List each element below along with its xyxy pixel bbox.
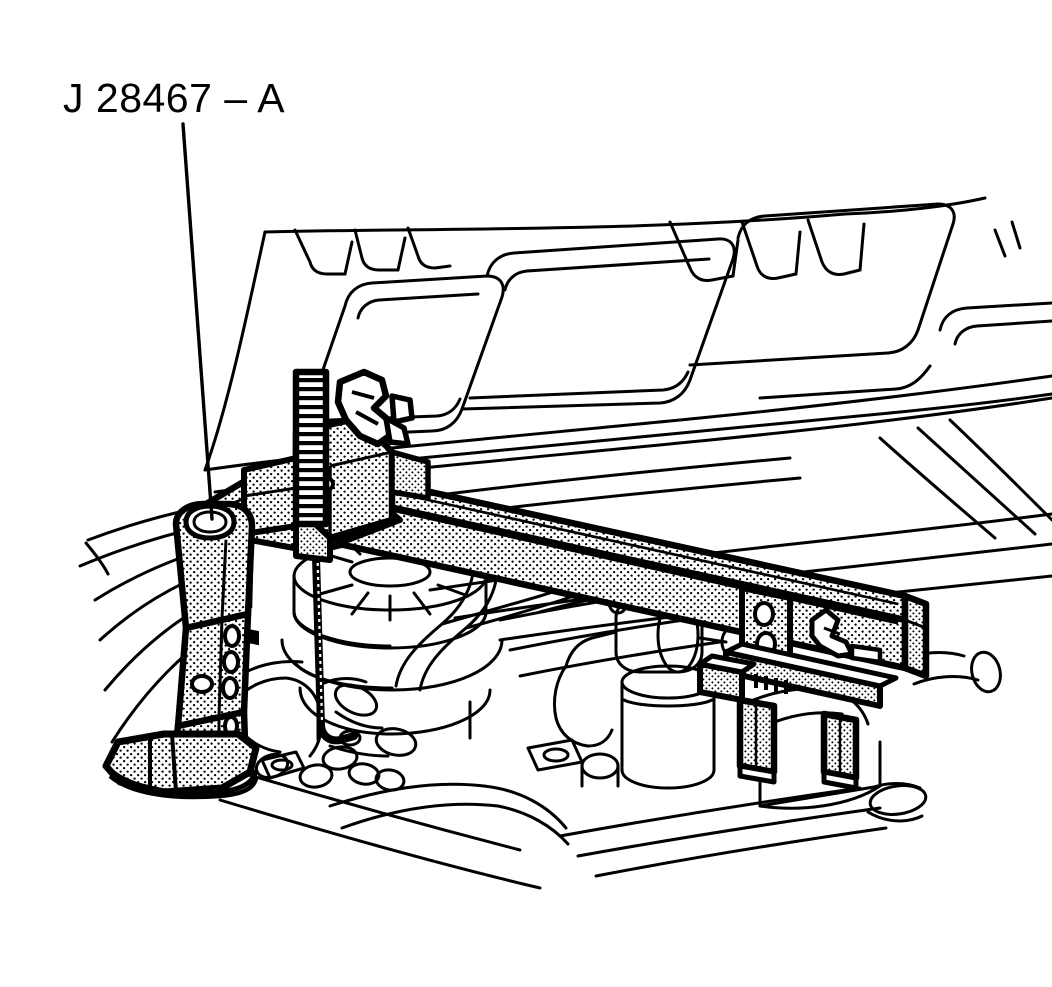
- callout-leader-line: [181, 122, 214, 521]
- left-telescoping-leg: [102, 500, 260, 800]
- threaded-adjusting-screw: [292, 368, 330, 528]
- clamp-lever: [334, 368, 415, 448]
- left-foot-pad: [102, 730, 260, 800]
- callout-tool-number: J 28467 – A: [63, 75, 285, 521]
- right-end-bracket: [697, 585, 899, 791]
- callout-label-tool-number: J 28467 – A: [63, 75, 285, 121]
